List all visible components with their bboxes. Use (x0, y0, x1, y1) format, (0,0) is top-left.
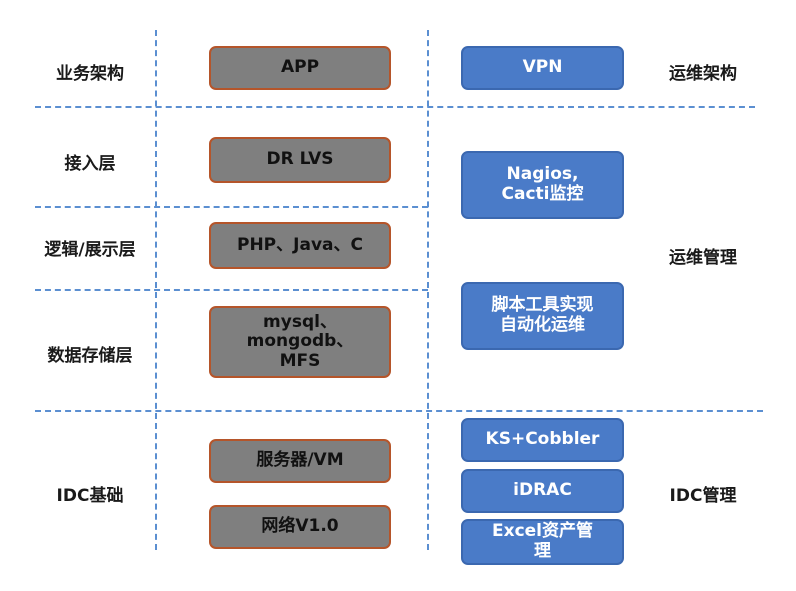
dr-lvs-box: DR LVS (209, 137, 391, 183)
layer-label-business: 业务架构 (56, 63, 124, 84)
ks-cobbler-box: KS+Cobbler (461, 418, 624, 462)
ops-label-idc-management: IDC管理 (669, 485, 737, 506)
divider-business (35, 106, 755, 108)
divider-idc (35, 410, 763, 412)
vpn-box: VPN (461, 46, 624, 90)
ops-label-management: 运维管理 (669, 247, 737, 268)
divider-access (35, 206, 428, 208)
layer-label-storage: 数据存储层 (47, 345, 133, 366)
excel-asset-box: Excel资产管 理 (461, 519, 624, 565)
language-box: PHP、Java、C (209, 222, 391, 269)
divider-logic (35, 289, 428, 291)
ops-label-architecture: 运维架构 (669, 63, 737, 84)
layer-label-access: 接入层 (64, 153, 116, 174)
column-divider-right (427, 30, 429, 550)
layer-label-logic: 逻辑/展示层 (44, 239, 136, 260)
column-divider-left (155, 30, 157, 550)
idrac-box: iDRAC (461, 469, 624, 513)
network-box: 网络V1.0 (209, 505, 391, 549)
app-box: APP (209, 46, 391, 90)
automation-script-box: 脚本工具实现 自动化运维 (461, 282, 624, 350)
server-vm-box: 服务器/VM (209, 439, 391, 483)
monitoring-box: Nagios, Cacti监控 (461, 151, 624, 219)
layer-label-idc: IDC基础 (56, 485, 124, 506)
database-box: mysql、 mongodb、 MFS (209, 306, 391, 378)
